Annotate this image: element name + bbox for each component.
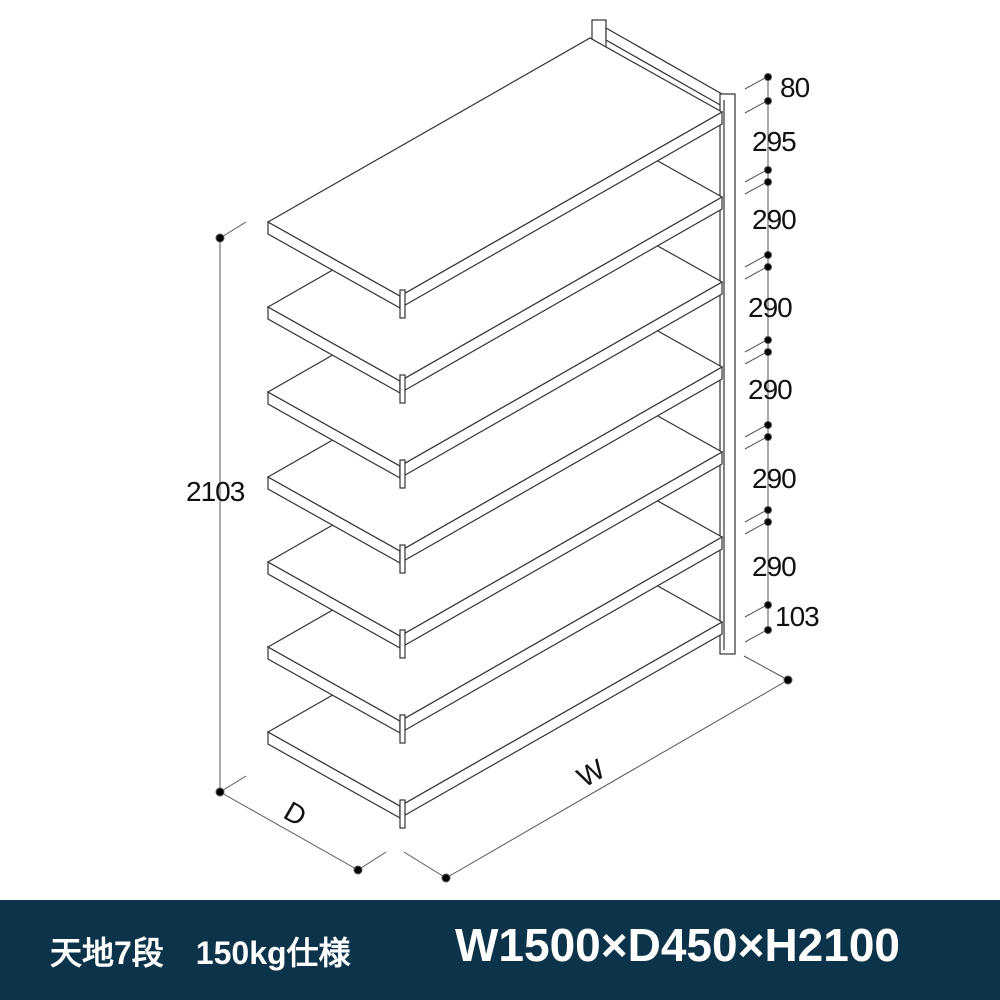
dimension-dot	[764, 626, 772, 634]
extension-line	[744, 170, 766, 183]
dimension-dot	[764, 518, 772, 526]
dimension-dot	[764, 263, 772, 271]
extension-line	[744, 630, 766, 643]
dimension-dot	[353, 865, 363, 875]
dimension-dot	[783, 675, 793, 685]
dimension-dot	[215, 787, 225, 797]
extension-line	[744, 101, 766, 114]
shelf-bracket	[399, 544, 406, 574]
spacing-label: 295	[752, 126, 797, 157]
dimension-dot	[764, 336, 772, 344]
shelf-bracket	[399, 799, 406, 829]
spacing-label: 103	[775, 601, 820, 632]
shelf	[266, 37, 724, 319]
dimension-dot	[764, 178, 772, 186]
extension-line	[744, 340, 766, 353]
width-dimension-line	[445, 679, 789, 879]
extension-line	[744, 605, 766, 618]
dimension-dot	[764, 166, 772, 174]
spec-text: 天地7段 150kg仕様	[50, 935, 351, 971]
spacing-label: 290	[748, 374, 793, 405]
spacing-label: 290	[748, 292, 793, 323]
extension-line	[357, 851, 387, 871]
spec-banner: 天地7段 150kg仕様 W1500×D450×H2100	[0, 900, 1000, 1000]
shelf-bracket	[399, 459, 406, 489]
spacing-label: 80	[780, 72, 810, 103]
shelf-bracket	[399, 714, 406, 744]
extension-line	[743, 655, 789, 681]
extension-line	[744, 182, 766, 195]
extension-line	[403, 851, 447, 879]
dimension-dot	[764, 97, 772, 105]
dimension-dot	[764, 73, 772, 81]
dimension-dot	[764, 506, 772, 514]
shelf-bracket	[399, 289, 406, 319]
depth-dimension-line	[219, 791, 359, 871]
extension-line	[744, 77, 766, 90]
dimension-dot	[441, 873, 451, 883]
height-total-label: 2103	[186, 476, 245, 507]
dimension-dot	[764, 251, 772, 259]
spacing-label: 290	[752, 551, 797, 582]
extension-line	[744, 437, 766, 450]
extension-line	[744, 255, 766, 268]
extension-line	[744, 352, 766, 365]
shelf-diagram	[215, 19, 793, 883]
shelf-top	[266, 37, 724, 297]
extension-line	[219, 775, 247, 793]
extension-line	[744, 425, 766, 438]
dimension-dot	[764, 433, 772, 441]
extension-line	[744, 522, 766, 535]
shelf-bracket	[399, 629, 406, 659]
extension-line	[744, 510, 766, 523]
extension-line	[219, 221, 247, 239]
dimension-dot	[764, 348, 772, 356]
spacing-label: 290	[752, 463, 797, 494]
spacing-label: 290	[752, 204, 797, 235]
size-text: W1500×D450×H2100	[455, 919, 900, 971]
dimension-dot	[764, 601, 772, 609]
extension-line	[744, 267, 766, 280]
dimension-dot	[764, 421, 772, 429]
shelf-bracket	[399, 374, 406, 404]
dimension-dot	[215, 233, 225, 243]
